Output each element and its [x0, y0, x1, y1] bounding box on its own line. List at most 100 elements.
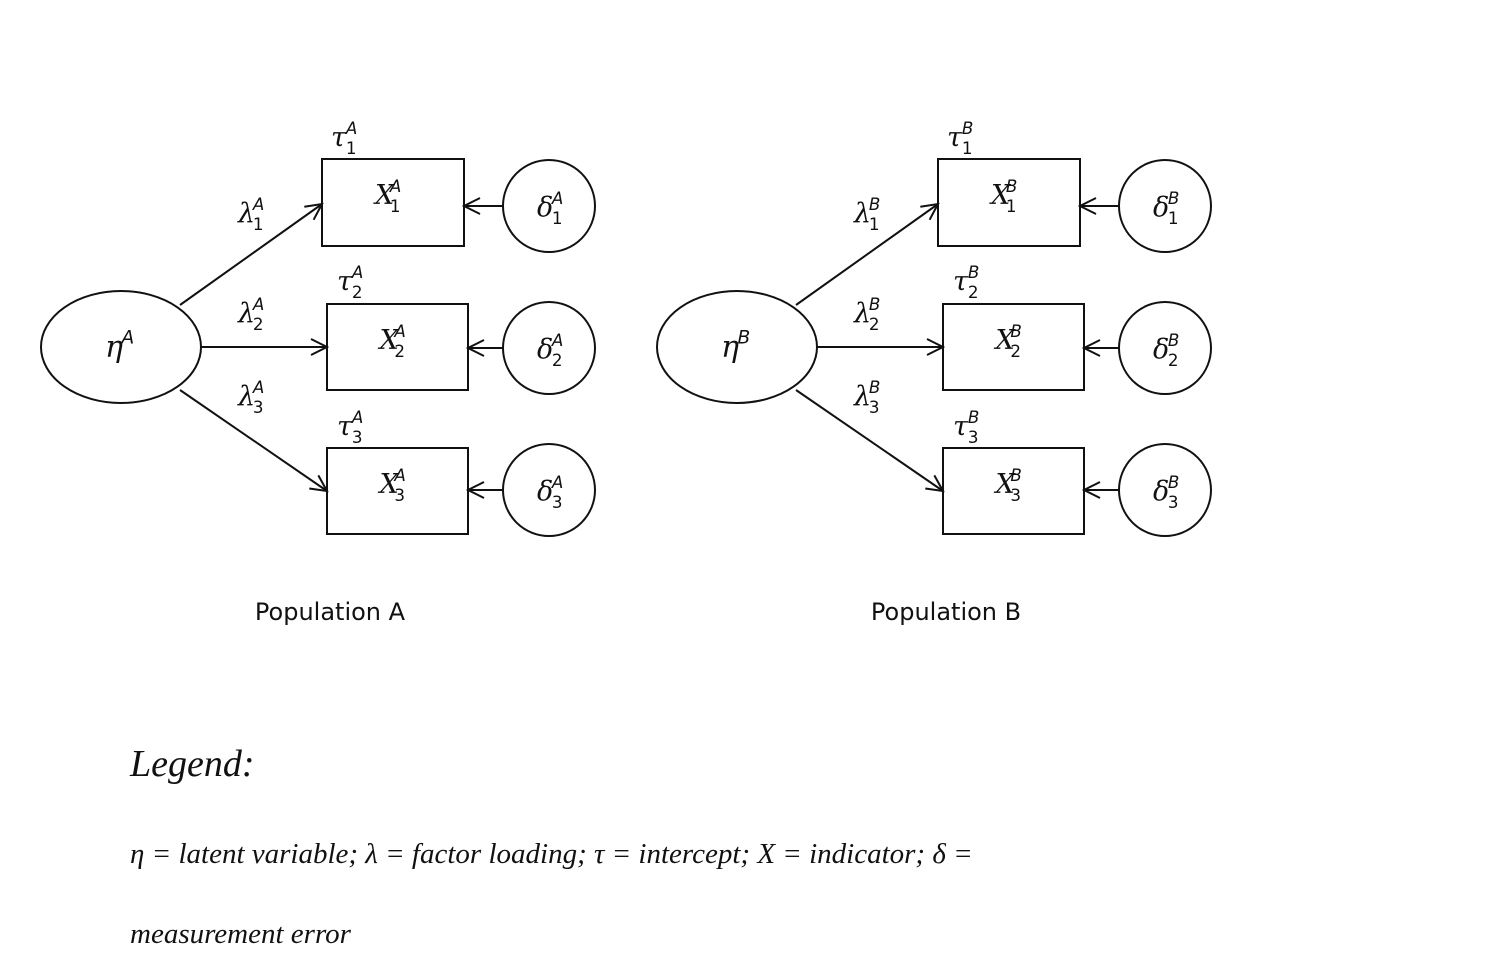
svg-text:τ: τ	[947, 122, 963, 153]
svg-text:2: 2	[552, 350, 563, 370]
svg-text:X: X	[373, 180, 396, 211]
svg-text:B: B	[968, 407, 979, 427]
svg-text:A: A	[551, 188, 563, 208]
svg-text:λ: λ	[237, 298, 255, 329]
svg-text:3: 3	[352, 427, 363, 447]
svg-text:τ: τ	[953, 411, 969, 442]
svg-text:A: A	[351, 407, 363, 427]
legend-title: Legend:	[130, 743, 255, 785]
svg-text:δ: δ	[1153, 192, 1169, 223]
svg-text:η: η	[105, 330, 123, 365]
indicator-label: XB3	[994, 465, 1022, 505]
svg-text:3: 3	[1168, 492, 1179, 512]
svg-text:τ: τ	[337, 411, 353, 442]
svg-text:A: A	[393, 465, 405, 485]
loading-arrow	[795, 389, 943, 491]
svg-text:X: X	[378, 469, 401, 500]
svg-text:B: B	[1010, 321, 1021, 341]
svg-text:1: 1	[962, 138, 973, 158]
svg-text:δ: δ	[1153, 334, 1169, 365]
svg-text:B: B	[1168, 330, 1179, 350]
svg-text:X: X	[994, 469, 1017, 500]
svg-text:B: B	[738, 328, 751, 349]
error-label: δA3	[537, 472, 563, 512]
svg-text:λ: λ	[853, 298, 871, 329]
svg-text:B: B	[869, 194, 880, 214]
svg-text:X: X	[994, 325, 1017, 356]
loading-label: λB2	[853, 294, 880, 334]
error-label: δB3	[1153, 472, 1179, 512]
svg-text:A: A	[252, 377, 264, 397]
svg-text:λ: λ	[237, 381, 255, 412]
svg-text:B: B	[869, 377, 880, 397]
svg-text:A: A	[252, 294, 264, 314]
error-label: δA1	[537, 188, 563, 228]
svg-text:1: 1	[346, 138, 357, 158]
svg-text:1: 1	[552, 208, 563, 228]
svg-text:A: A	[551, 472, 563, 492]
loading-label: λA3	[237, 377, 264, 417]
svg-text:B: B	[869, 294, 880, 314]
indicator-label: XB1	[989, 176, 1017, 216]
svg-text:A: A	[121, 328, 135, 349]
svg-text:B: B	[1168, 188, 1179, 208]
svg-text:3: 3	[552, 492, 563, 512]
svg-text:2: 2	[1010, 341, 1021, 361]
svg-text:3: 3	[968, 427, 979, 447]
svg-text:B: B	[968, 262, 979, 282]
population-caption: Population B	[871, 598, 1021, 626]
svg-text:2: 2	[253, 314, 264, 334]
svg-text:τ: τ	[331, 122, 347, 153]
svg-text:A: A	[351, 262, 363, 282]
error-label: δB1	[1153, 188, 1179, 228]
indicator-label: XA1	[373, 176, 401, 216]
svg-text:τ: τ	[953, 266, 969, 297]
svg-text:λ: λ	[853, 198, 871, 229]
loading-arrow	[179, 204, 322, 306]
latent-label: ηB	[721, 328, 750, 366]
svg-text:A: A	[393, 321, 405, 341]
svg-text:1: 1	[1006, 196, 1017, 216]
loading-label: λB1	[853, 194, 880, 234]
error-label: δB2	[1153, 330, 1179, 370]
svg-text:X: X	[989, 180, 1012, 211]
svg-text:A: A	[551, 330, 563, 350]
legend-definitions: η = latent variable; λ = factor loading;…	[130, 838, 973, 870]
svg-text:B: B	[1006, 176, 1017, 196]
svg-text:3: 3	[394, 485, 405, 505]
svg-text:1: 1	[869, 214, 880, 234]
svg-text:δ: δ	[1153, 476, 1169, 507]
svg-text:2: 2	[869, 314, 880, 334]
indicator-label: XA3	[378, 465, 406, 505]
error-label: δA2	[537, 330, 563, 370]
svg-text:3: 3	[253, 397, 264, 417]
svg-text:1: 1	[253, 214, 264, 234]
loading-arrow	[179, 389, 327, 491]
svg-text:1: 1	[1168, 208, 1179, 228]
loading-label: λA1	[237, 194, 264, 234]
loading-label: λB3	[853, 377, 880, 417]
svg-text:δ: δ	[537, 192, 553, 223]
latent-label: ηA	[105, 328, 134, 366]
svg-text:2: 2	[394, 341, 405, 361]
svg-text:X: X	[378, 325, 401, 356]
svg-text:2: 2	[352, 282, 363, 302]
svg-text:A: A	[252, 194, 264, 214]
legend-definitions-continued: measurement error	[130, 918, 351, 950]
svg-text:B: B	[1010, 465, 1021, 485]
svg-text:B: B	[1168, 472, 1179, 492]
loading-label: λA2	[237, 294, 264, 334]
svg-text:λ: λ	[853, 381, 871, 412]
svg-text:η: η	[721, 330, 739, 365]
population-caption: Population A	[255, 598, 406, 626]
svg-text:B: B	[962, 118, 973, 138]
